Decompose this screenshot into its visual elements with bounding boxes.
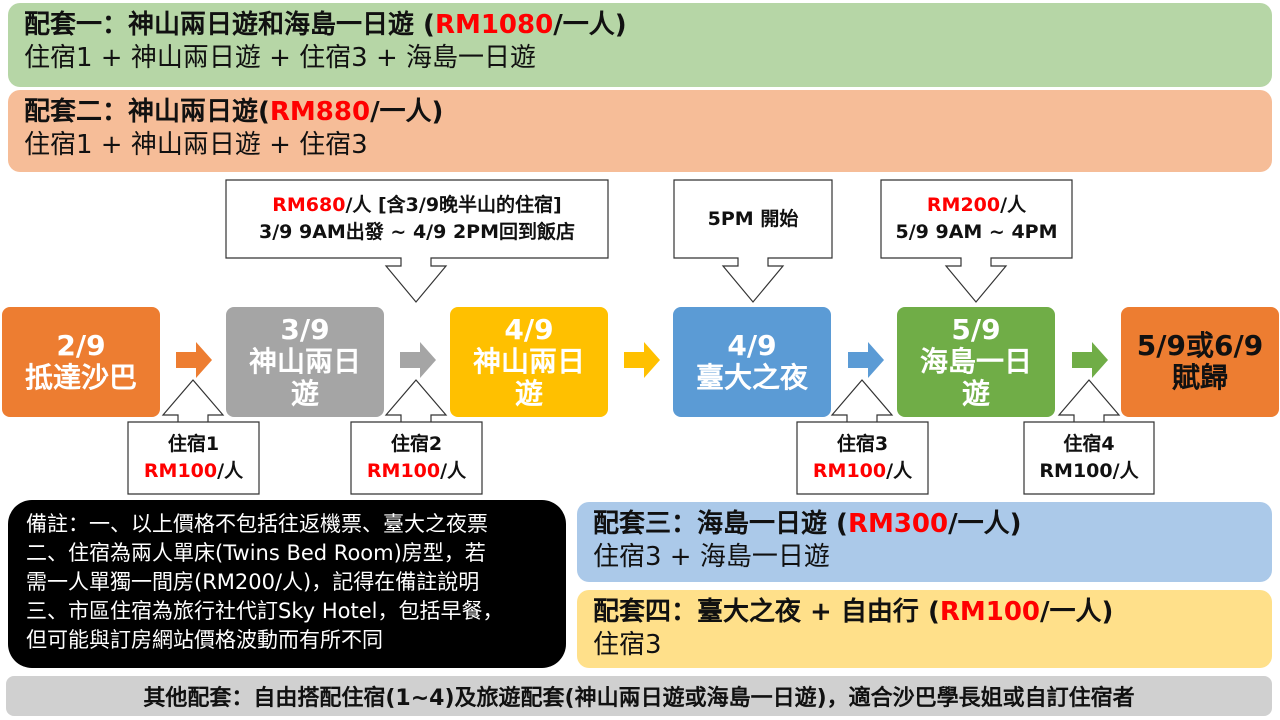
package-price: RM300 xyxy=(847,509,949,539)
node-label: 神山兩日遊 xyxy=(248,344,361,411)
callout-shape xyxy=(225,179,609,303)
note-line: 但可能與訂房網站價格波動而有所不同 xyxy=(26,627,383,652)
callout-text: /人 [含3/9晚半山的住宿] xyxy=(345,194,562,217)
package-title: 配套二：神山兩日遊( xyxy=(24,97,270,127)
stay-price: RM100 xyxy=(812,460,887,482)
stay-unit: /人 xyxy=(886,460,913,482)
node-date: 2/9 xyxy=(56,328,106,362)
stay-price: RM100 xyxy=(143,460,218,482)
node-date: 4/9 xyxy=(504,312,554,346)
package-unit: /一人) xyxy=(1040,597,1114,627)
package-price: RM880 xyxy=(269,97,371,127)
note-line: 三、市區住宿為旅行社代訂Sky Hotel，包括早餐， xyxy=(26,598,504,623)
package-detail: 住宿3 xyxy=(593,629,662,660)
callout-shape xyxy=(127,379,260,495)
package-title: 配套四：臺大之夜 + 自由行 ( xyxy=(593,597,940,627)
node-label: 臺大之夜 xyxy=(695,361,808,394)
stay-3: 住宿3 RM100/人 xyxy=(797,422,928,494)
package-price: RM100 xyxy=(939,597,1040,627)
callout-shape xyxy=(796,379,929,495)
node-label: 抵達沙巴 xyxy=(24,361,137,394)
other-packages-bar: 其他配套：自由搭配住宿(1~4)及旅遊配套(神山兩日遊或海島一日遊)，適合沙巴學… xyxy=(6,676,1272,716)
callout-shape xyxy=(350,379,483,495)
package-1: 配套一：神山兩日遊和海島一日遊 (RM1080/一人) 住宿1 + 神山兩日遊 … xyxy=(8,3,1272,87)
stay-4: 住宿4 RM100/人 xyxy=(1024,422,1154,494)
stay-1: 住宿1 RM100/人 xyxy=(128,422,259,494)
callout-price: RM200 xyxy=(926,194,1001,217)
node-label: 海島一日遊 xyxy=(919,344,1032,411)
stay-unit: /人 xyxy=(217,460,244,482)
package-detail: 住宿1 + 神山兩日遊 + 住宿3 + 海島一日遊 xyxy=(24,42,537,73)
stay-2: 住宿2 RM100/人 xyxy=(351,422,482,494)
other-packages-text: 其他配套：自由搭配住宿(1~4)及旅遊配套(神山兩日遊或海島一日遊)，適合沙巴學… xyxy=(143,686,1135,711)
package-3: 配套三：海島一日遊 (RM300/一人) 住宿3 + 海島一日遊 xyxy=(577,502,1272,582)
callout-night: 5PM 開始 xyxy=(674,180,832,258)
node-date: 5/9 xyxy=(951,312,1001,346)
callout-mountain: RM680/人 [含3/9晚半山的住宿] 3/9 9AM出發 ~ 4/9 2PM… xyxy=(226,180,608,258)
note-line: 備註：一、以上價格不包括往返機票、臺大之夜票 xyxy=(26,512,488,536)
package-title: 配套一：神山兩日遊和海島一日遊 ( xyxy=(24,10,435,40)
arrow-right-icon xyxy=(848,342,884,378)
arrow-right-icon xyxy=(624,342,660,378)
callout-text: /人 xyxy=(1000,194,1027,217)
package-4: 配套四：臺大之夜 + 自由行 (RM100/一人) 住宿3 xyxy=(577,590,1272,668)
arrow-right-icon xyxy=(176,342,212,378)
note-line: 需一人單獨一間房(RM200/人)，記得在備註說明 xyxy=(26,569,480,594)
flow-arrows xyxy=(176,342,1108,378)
node-label: 賦歸 xyxy=(1171,361,1228,394)
arrow-right-icon xyxy=(400,342,436,378)
node-date: 5/9或6/9 xyxy=(1136,328,1264,362)
package-detail: 住宿3 + 海島一日遊 xyxy=(593,541,830,572)
notes-box: 備註：一、以上價格不包括往返機票、臺大之夜票 二、住宿為兩人單床(Twins B… xyxy=(8,500,566,668)
note-line: 二、住宿為兩人單床(Twins Bed Room)房型，若 xyxy=(26,540,486,565)
package-unit: /一人) xyxy=(370,97,444,127)
package-2: 配套二：神山兩日遊(RM880/一人) 住宿1 + 神山兩日遊 + 住宿3 xyxy=(8,90,1272,172)
callout-island: RM200/人 5/9 9AM ~ 4PM xyxy=(881,180,1072,258)
stay-price: RM100 xyxy=(1039,460,1113,482)
package-detail: 住宿1 + 神山兩日遊 + 住宿3 xyxy=(24,129,368,160)
stay-name: 住宿2 xyxy=(390,433,443,456)
package-unit: /一人) xyxy=(948,509,1022,539)
arrow-right-icon xyxy=(1072,342,1108,378)
package-title: 配套三：海島一日遊 ( xyxy=(593,509,848,539)
stay-name: 住宿3 xyxy=(836,433,889,456)
stay-name: 住宿1 xyxy=(167,433,220,456)
callout-time: 5PM 開始 xyxy=(707,207,799,230)
callout-shape xyxy=(673,179,833,303)
node-date: 3/9 xyxy=(280,312,330,346)
callout-time: 5/9 9AM ~ 4PM xyxy=(895,221,1058,243)
stay-price: RM100 xyxy=(366,460,441,482)
package-unit: /一人) xyxy=(553,10,627,40)
node-date: 4/9 xyxy=(727,328,777,362)
package-price: RM1080 xyxy=(434,10,554,40)
callout-shape xyxy=(1023,379,1155,495)
stay-unit: /人 xyxy=(440,460,467,482)
callout-price: RM680 xyxy=(272,194,346,217)
stay-unit: /人 xyxy=(1112,460,1139,482)
callout-shape xyxy=(880,179,1073,303)
callout-time: 3/9 9AM出發 ~ 4/9 2PM回到飯店 xyxy=(258,221,576,243)
stay-name: 住宿4 xyxy=(1063,433,1115,456)
node-label: 神山兩日遊 xyxy=(472,344,585,411)
